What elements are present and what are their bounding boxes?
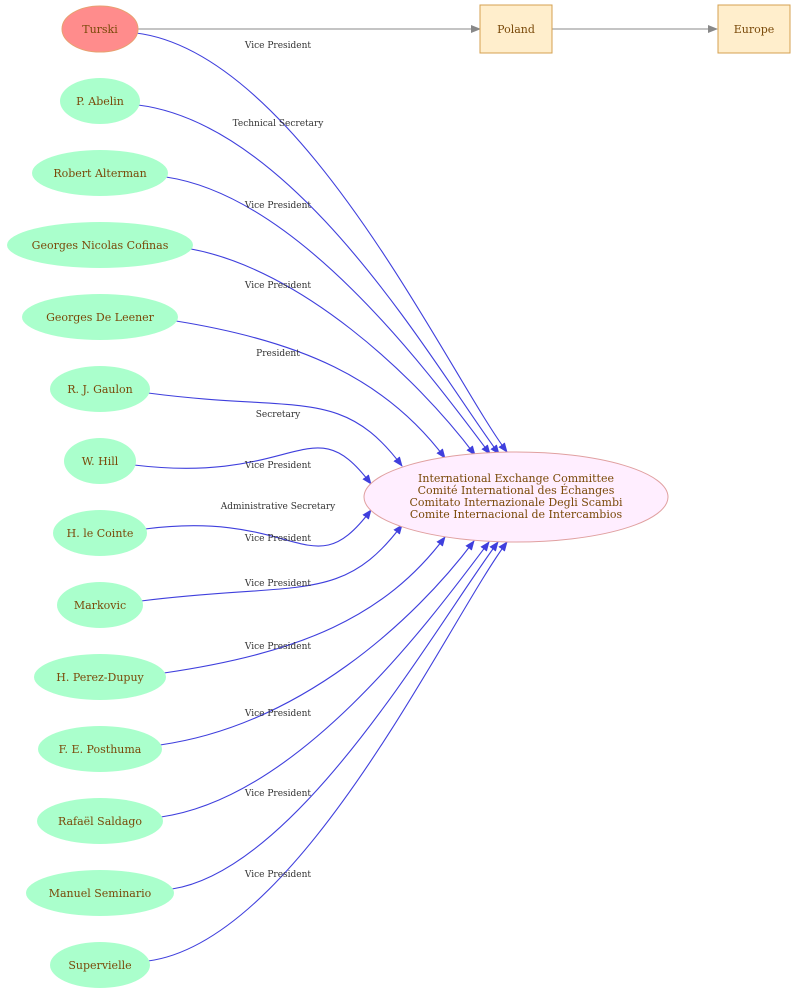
- edge-label-h-perez-dupuy: Vice President: [244, 579, 312, 589]
- edge-label-markovic: Vice President: [244, 534, 312, 544]
- edge-label-r-j-gaulon: Secretary: [256, 410, 301, 420]
- organization-line-2: Comité International des Échanges: [418, 483, 615, 497]
- place-label-poland: Poland: [497, 23, 535, 36]
- organization-ellipse: [363, 451, 669, 543]
- place-node-poland: Poland: [479, 4, 553, 54]
- person-label-h-le-cointe: H. le Cointe: [67, 527, 134, 540]
- person-ellipse-manuel-seminario: [26, 870, 174, 916]
- edge-manuel-seminario: [171, 541, 499, 890]
- organization-line-3: Comitato Internazionale Degli Scambi: [409, 496, 622, 509]
- edge-robert-alterman: [165, 176, 491, 455]
- edge-label-manuel-seminario: Vice President: [244, 789, 312, 799]
- edge-label-turski: Vice President: [244, 41, 312, 51]
- person-label-r-j-gaulon: R. J. Gaulon: [67, 383, 132, 396]
- person-label-rafa-l-saldago: Rafaël Saldago: [58, 815, 142, 828]
- edge-r-j-gaulon: [147, 392, 403, 467]
- person-node-markovic: Markovic: [57, 582, 143, 628]
- edge-label-f-e-posthuma: Vice President: [244, 642, 312, 652]
- edge-georges-nicolas-cofinas: [190, 248, 476, 456]
- edge-markovic: [140, 524, 403, 602]
- person-ellipse-rafa-l-saldago: [37, 798, 163, 844]
- person-label-markovic: Markovic: [74, 599, 126, 612]
- place-box-poland: [479, 4, 553, 54]
- place-label-europe: Europe: [734, 23, 775, 36]
- role-edges: [133, 32, 508, 962]
- person-ellipse-markovic: [57, 582, 143, 628]
- edge-label-rafa-l-saldago: Vice President: [244, 709, 312, 719]
- person-ellipse-supervielle: [50, 942, 150, 988]
- edge-w-hill: [133, 447, 372, 485]
- person-label-georges-de-leener: Georges De Leener: [46, 311, 155, 324]
- person-ellipse-robert-alterman: [32, 150, 168, 196]
- edge-label-georges-de-leener: President: [256, 349, 300, 359]
- organization-line-4: Comite Internacional de Intercambios: [410, 508, 623, 521]
- edge-label-robert-alterman: Vice President: [244, 201, 312, 211]
- edge-label-w-hill: Vice President: [244, 461, 312, 471]
- person-node-georges-nicolas-cofinas: Georges Nicolas Cofinas: [7, 222, 193, 268]
- person-ellipse-r-j-gaulon: [50, 366, 150, 412]
- organization-line-1: International Exchange Committee: [418, 472, 614, 485]
- place-box-europe: [717, 4, 791, 54]
- edge-p-abelin: [137, 104, 500, 455]
- person-ellipse-turski: [61, 5, 139, 53]
- person-node-rafa-l-saldago: Rafaël Saldago: [37, 798, 163, 844]
- person-node-p-abelin: P. Abelin: [60, 78, 140, 124]
- person-label-georges-nicolas-cofinas: Georges Nicolas Cofinas: [32, 239, 169, 252]
- person-ellipse-h-le-cointe: [53, 510, 147, 556]
- person-node-w-hill: W. Hill: [64, 438, 136, 484]
- person-label-supervielle: Supervielle: [68, 959, 131, 972]
- person-node-manuel-seminario: Manuel Seminario: [26, 870, 174, 916]
- organization-node: International Exchange Committee Comité …: [363, 451, 669, 543]
- edge-supervielle: [147, 541, 508, 962]
- person-ellipse-w-hill: [64, 438, 136, 484]
- edge-h-perez-dupuy: [163, 536, 446, 674]
- person-ellipse-h-perez-dupuy: [34, 654, 166, 700]
- person-label-p-abelin: P. Abelin: [76, 95, 124, 108]
- place-node-europe: Europe: [717, 4, 791, 54]
- person-node-turski: Turski: [61, 5, 139, 53]
- person-node-georges-de-leener: Georges De Leener: [22, 294, 178, 340]
- person-ellipse-p-abelin: [60, 78, 140, 124]
- person-ellipse-f-e-posthuma: [38, 726, 162, 772]
- edge-label-georges-nicolas-cofinas: Vice President: [244, 281, 312, 291]
- person-node-h-perez-dupuy: H. Perez-Dupuy: [34, 654, 166, 700]
- edge-rafa-l-saldago: [160, 541, 490, 818]
- edge-georges-de-leener: [175, 320, 446, 459]
- edge-f-e-posthuma: [159, 540, 475, 746]
- person-ellipse-georges-nicolas-cofinas: [7, 222, 193, 268]
- person-node-f-e-posthuma: F. E. Posthuma: [38, 726, 162, 772]
- person-node-h-le-cointe: H. le Cointe: [53, 510, 147, 556]
- person-label-turski: Turski: [82, 23, 118, 36]
- edge-h-le-cointe: [144, 509, 372, 547]
- edge-label-h-le-cointe: Administrative Secretary: [220, 502, 336, 512]
- person-ellipse-georges-de-leener: [22, 294, 178, 340]
- edge-turski: [135, 32, 508, 453]
- person-label-f-e-posthuma: F. E. Posthuma: [59, 743, 142, 756]
- person-node-supervielle: Supervielle: [50, 942, 150, 988]
- person-node-r-j-gaulon: R. J. Gaulon: [50, 366, 150, 412]
- person-label-robert-alterman: Robert Alterman: [53, 167, 146, 180]
- person-label-h-perez-dupuy: H. Perez-Dupuy: [56, 671, 144, 684]
- person-label-manuel-seminario: Manuel Seminario: [49, 887, 152, 900]
- person-node-robert-alterman: Robert Alterman: [32, 150, 168, 196]
- edge-label-supervielle: Vice President: [244, 870, 312, 880]
- edge-label-p-abelin: Technical Secretary: [233, 119, 325, 129]
- person-label-w-hill: W. Hill: [82, 455, 119, 468]
